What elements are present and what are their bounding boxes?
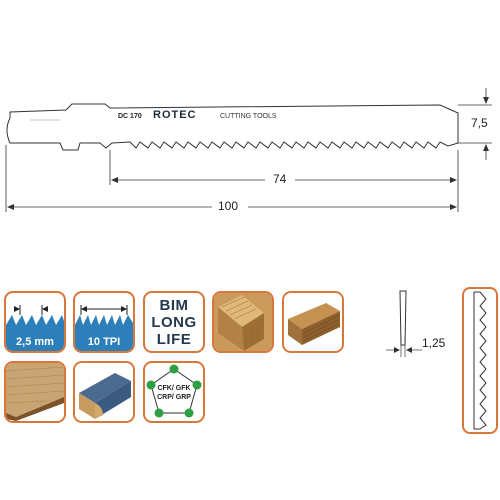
bim-line2: LONG (151, 314, 197, 331)
composite-node (154, 408, 164, 418)
tile-laminated-panel (73, 361, 135, 423)
tile-plywood (4, 361, 66, 423)
bim-line3: LIFE (156, 331, 192, 348)
dim-total-length: 100 (218, 199, 239, 213)
tooth-pitch-label: 2,5 mm (16, 336, 54, 348)
composite-node (169, 364, 179, 374)
composite-node (192, 380, 202, 390)
tile-bim-long-life: BIM LONG LIFE (143, 291, 205, 353)
blade-outline (6, 103, 459, 151)
composite-line2: CRP/ GRP (157, 394, 191, 401)
tile-wood-board (282, 291, 344, 353)
blade-drawing (5, 88, 492, 212)
brand-logo: ROTEC (153, 109, 197, 121)
dim-height: 7,5 (471, 116, 488, 130)
tile-tpi: 10 TPI (73, 291, 135, 353)
bim-line1: BIM (159, 297, 189, 314)
tile-tooth-pitch: 2,5 mm (4, 291, 66, 353)
blade-model: DC 170 (118, 113, 142, 120)
tile-wood-joint (212, 291, 274, 353)
composite-line1: CFK/ GFK (157, 385, 191, 392)
brand-suffix: CUTTING TOOLS (220, 113, 277, 120)
composite-node (146, 380, 156, 390)
tile-composite: CFK/ GFK CRP/ GRP (143, 361, 205, 423)
composite-node (184, 408, 194, 418)
profile-thickness: 1,25 (422, 336, 446, 350)
blade-edge-view (462, 287, 498, 434)
tpi-label: 10 TPI (87, 336, 121, 348)
blade-profile (386, 290, 422, 357)
dim-tooth-length: 74 (273, 172, 287, 186)
